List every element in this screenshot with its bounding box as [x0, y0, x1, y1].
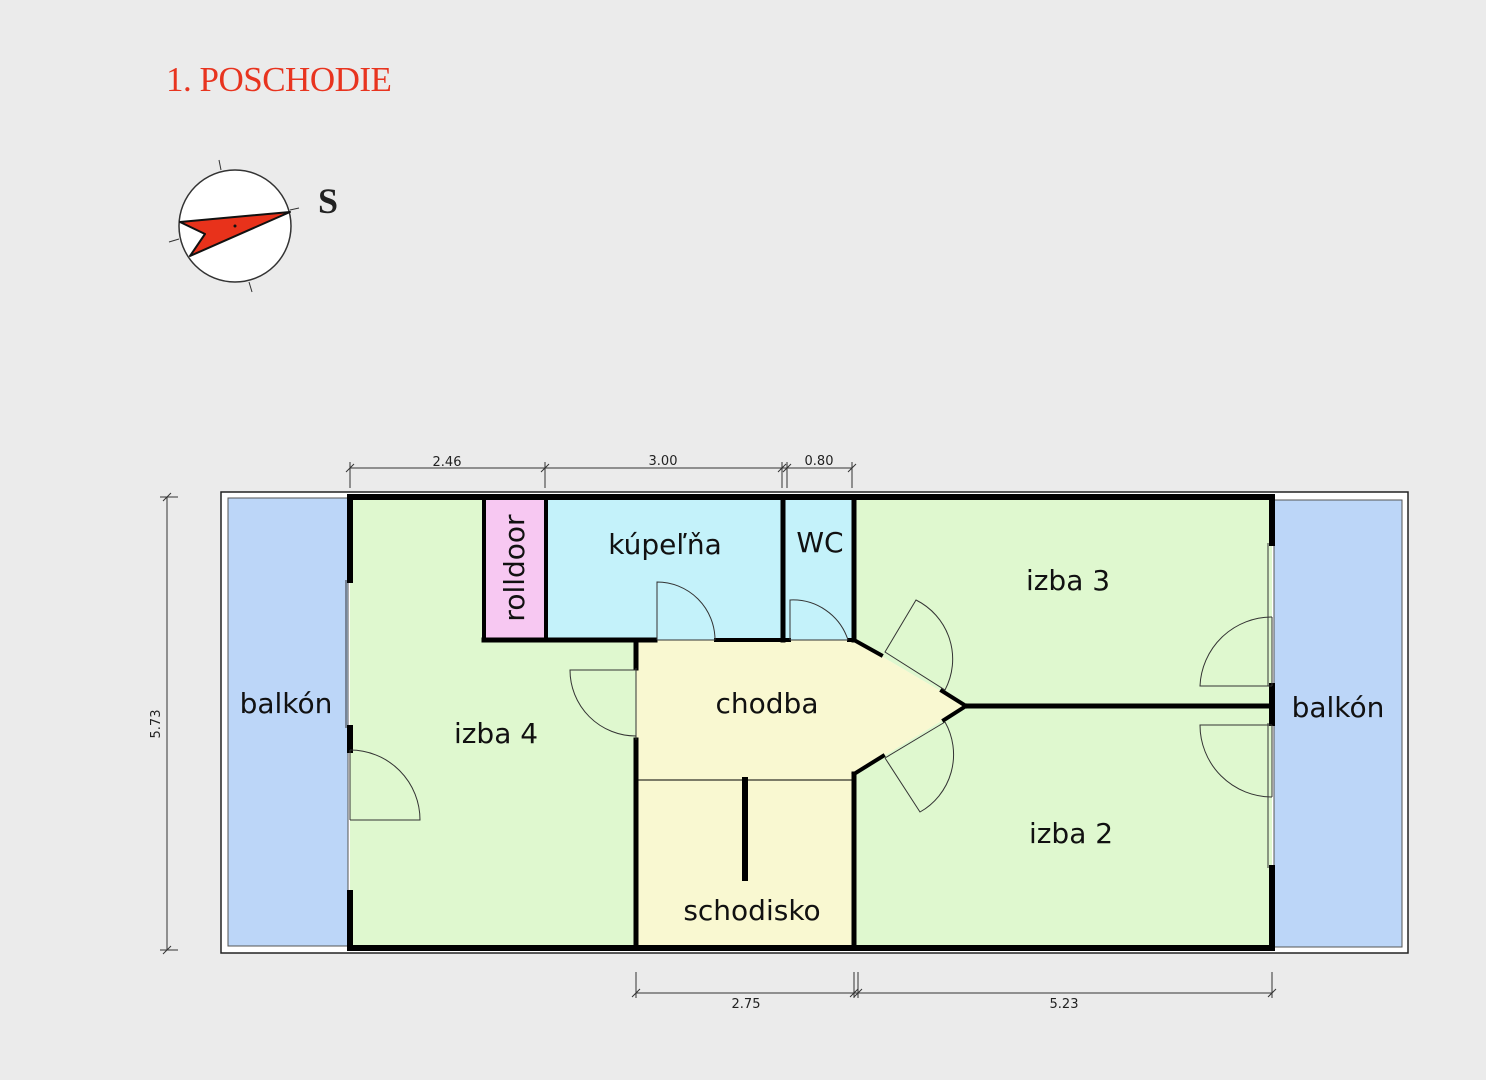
room-label-schodisko: schodisko [683, 894, 820, 927]
room-izba-3 [854, 497, 1272, 706]
dimension-label-top-1: 2.46 [433, 455, 462, 470]
page-title: 1. POSCHODIE [166, 60, 392, 99]
compass-direction-label: S [318, 181, 339, 221]
walls [347, 494, 1275, 951]
dimension-label-left: 5.73 [149, 710, 164, 739]
room-rolldoor [484, 497, 546, 640]
room-label-wc: WC [796, 526, 843, 559]
dimension-label-top-3: 0.80 [805, 454, 834, 469]
room-wc [784, 497, 854, 640]
dimension-lines [160, 462, 1277, 998]
room-label-izba-4: izba 4 [454, 717, 538, 750]
room-label-balcony-right: balkón [1292, 691, 1385, 724]
room-kupelna [546, 497, 782, 640]
doors [345, 543, 1273, 868]
dimension-label-bottom-1: 2.75 [732, 997, 761, 1012]
compass-icon [168, 159, 300, 293]
dimension-label-bottom-2: 5.23 [1050, 997, 1079, 1012]
room-label-kupelna: kúpeľňa [608, 528, 722, 561]
room-label-rolldoor: rolldoor [498, 514, 531, 622]
room-label-izba-3: izba 3 [1026, 564, 1110, 597]
room-label-chodba: chodba [716, 687, 819, 720]
room-izba-2 [854, 706, 1272, 948]
room-izba-4 [350, 497, 636, 948]
room-label-balcony-left: balkón [240, 687, 333, 720]
dimension-label-top-2: 3.00 [649, 454, 678, 469]
balcony-right [1273, 499, 1403, 948]
room-label-izba-2: izba 2 [1029, 817, 1113, 850]
room-chodba [636, 640, 966, 780]
balcony-left [227, 497, 349, 947]
